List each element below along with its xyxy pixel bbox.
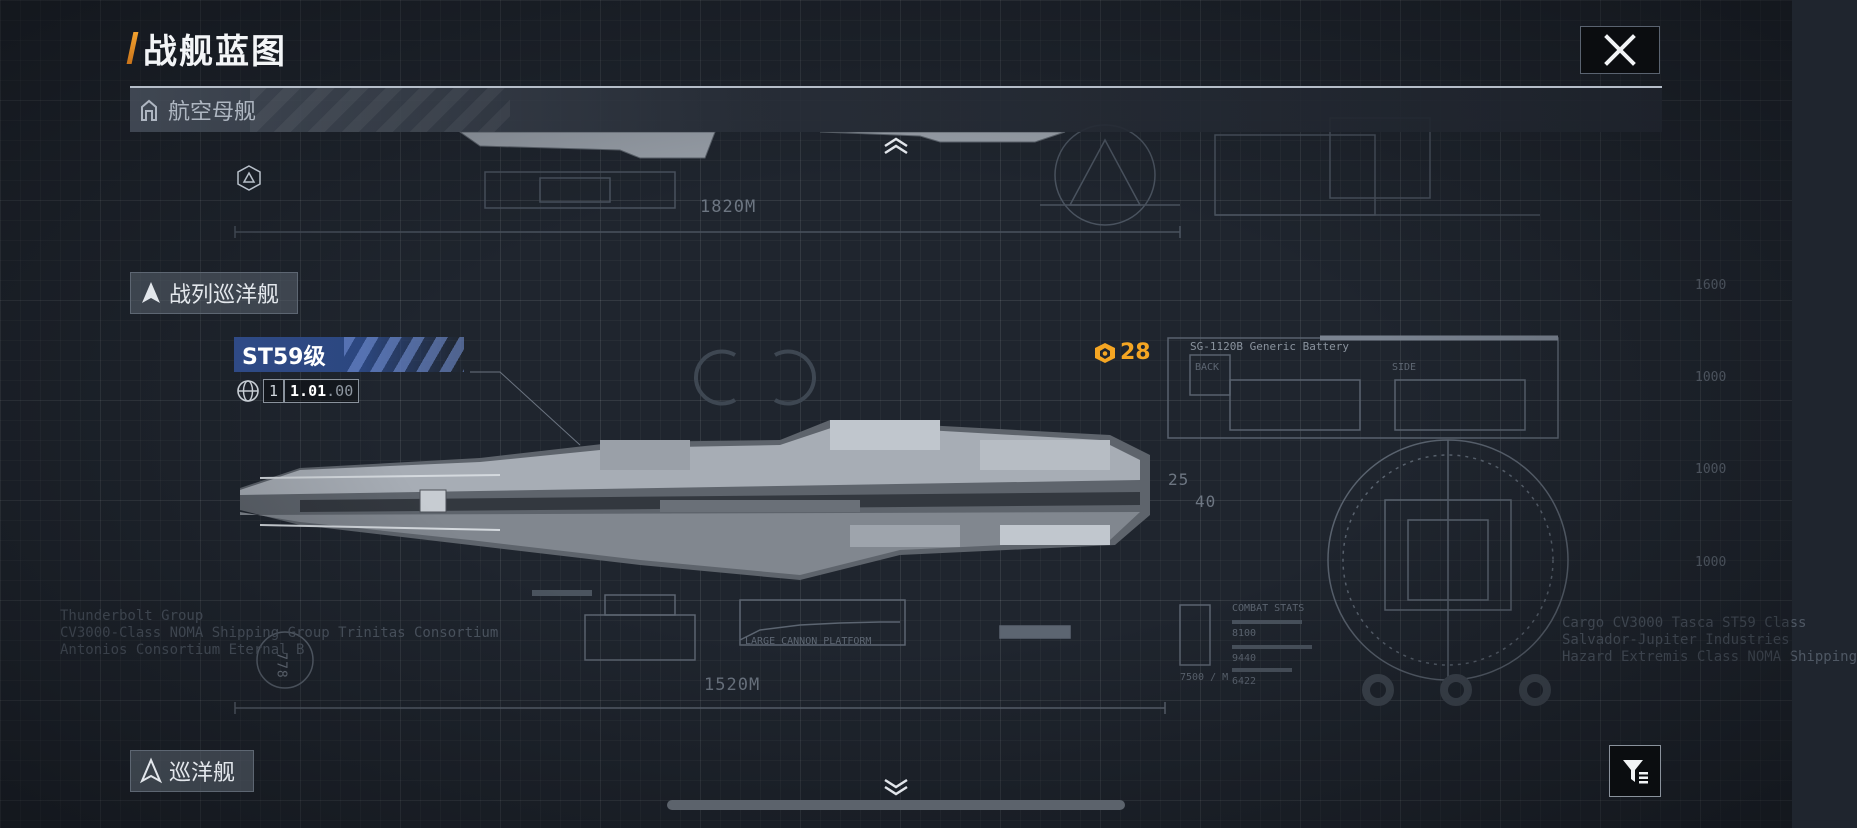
measure-25: 25 (1168, 470, 1190, 489)
category-label: 战列巡洋舰 (169, 283, 280, 308)
chevron-up-icon (882, 137, 910, 155)
section-bar-label: 航空母舰 (168, 100, 257, 125)
ship-name: ST59级 (242, 344, 326, 370)
scroll-down-button[interactable] (882, 778, 910, 796)
bottom-dimension-label: 1520M (704, 675, 761, 695)
carrier-hangar-icon (140, 99, 158, 121)
close-button[interactable] (1580, 26, 1660, 74)
stat-value-3: 6422 (1232, 676, 1257, 687)
cruiser-icon (139, 757, 163, 784)
ship-version: 1 1.01.00 (236, 379, 360, 403)
combat-stats-label: COMBAT STATS (1232, 603, 1305, 614)
category-battlecruiser[interactable]: 战列巡洋舰 (130, 272, 299, 314)
right-faint-text: Cargo CV3000 Tasca ST59 Class Salvador-J… (1562, 615, 1857, 665)
resource-token-icon (1094, 342, 1116, 364)
page-title: 战舰蓝图 (143, 31, 287, 72)
home-indicator[interactable] (667, 800, 1125, 810)
ship-version-number: 1.01.00 (284, 379, 360, 403)
battlecruiser-icon (141, 281, 161, 305)
measure-40: 40 (1195, 492, 1217, 511)
close-x-icon (1603, 33, 1637, 67)
filter-button[interactable] (1609, 745, 1661, 797)
globe-icon (236, 379, 260, 403)
back-label: BACK (1195, 362, 1220, 373)
scale-tick-2: 1000 (1695, 370, 1727, 385)
thunderbolt-text: Thunderbolt Group CV3000-Class NOMA Ship… (60, 608, 499, 658)
module-name: SG-1120B Generic Battery (1190, 340, 1349, 353)
scale-tick-4: 1000 (1695, 555, 1727, 570)
scale-tick-3: 1000 (1695, 462, 1727, 477)
top-dimension-label: 1820M (700, 197, 757, 217)
side-label: SIDE (1392, 362, 1417, 373)
category-label: 巡洋舰 (169, 761, 236, 786)
scale-tick-1: 1600 (1695, 278, 1727, 293)
category-cruiser[interactable]: 巡洋舰 (130, 750, 255, 792)
stat-value-2: 9440 (1232, 653, 1257, 664)
cost-value: 28 (1120, 340, 1151, 365)
ship-level: 1 (263, 379, 285, 403)
fleet-marker[interactable] (236, 165, 262, 191)
scroll-up-button[interactable] (882, 137, 910, 155)
triangle-marker-icon (236, 165, 262, 191)
filter-icon (1620, 756, 1650, 786)
section-bar-stripes (250, 88, 510, 132)
rate-label: 7500 / M (1180, 672, 1229, 683)
section-bar-carrier[interactable]: 航空母舰 (130, 86, 1662, 132)
page-header: 战舰蓝图 (126, 28, 287, 72)
ship-cost: 28 (1094, 340, 1151, 365)
large-cannon-label: LARGE CANNON PLATFORM (745, 636, 872, 647)
name-tag-stripes (344, 337, 464, 372)
chevron-down-icon (882, 778, 910, 796)
ship-model (240, 420, 1150, 580)
ship-name-tag[interactable]: ST59级 (234, 337, 464, 372)
stat-value-1: 8100 (1232, 628, 1257, 639)
